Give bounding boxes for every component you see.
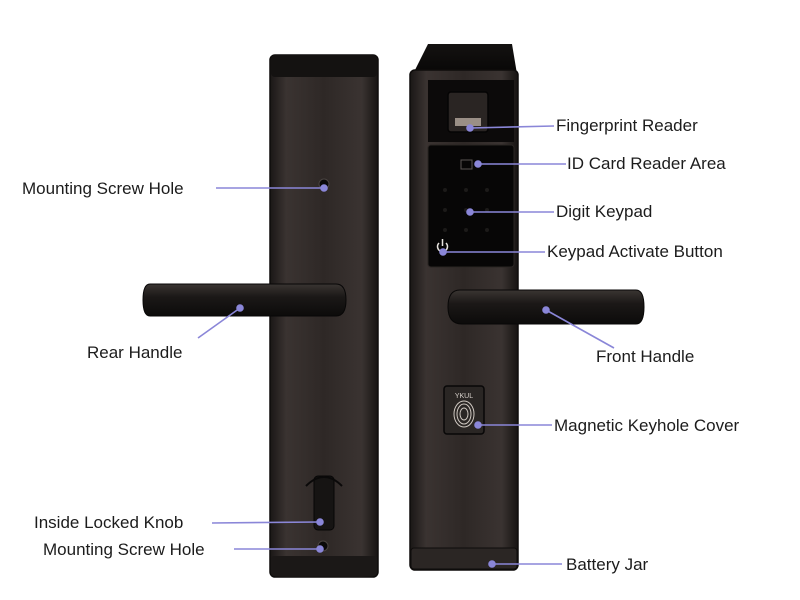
label-magnetic-keyhole-cover: Magnetic Keyhole Cover [554, 416, 740, 435]
fingerprint-sensor-window [455, 118, 481, 126]
keypad-glass [427, 144, 515, 268]
leader-rear-handle [197, 307, 241, 339]
rear-bottom-cap [271, 556, 377, 576]
keyhole-logo: YKUL [455, 393, 473, 400]
rear-handle [142, 283, 347, 317]
id-card-reader-area [460, 159, 473, 170]
label-digit-keypad: Digit Keypad [556, 202, 653, 221]
leader-fingerprint-reader [469, 125, 555, 129]
digit-keypad [443, 188, 489, 232]
label-front-handle: Front Handle [596, 347, 695, 366]
leader-inside-knob [211, 521, 321, 524]
label-keypad-activate-button: Keypad Activate Button [547, 242, 723, 261]
label-fingerprint-reader: Fingerprint Reader [556, 116, 698, 135]
label-rear-handle: Rear Handle [87, 343, 183, 362]
fingerprint-icon [453, 400, 475, 428]
rear-top-cap [271, 55, 377, 77]
leader-lines [197, 124, 615, 568]
label-id-card-reader-area: ID Card Reader Area [567, 154, 726, 173]
label-battery-jar: Battery Jar [566, 555, 649, 574]
label-mounting-screw-hole-top: Mounting Screw Hole [22, 179, 184, 198]
battery-jar [410, 547, 518, 570]
magnetic-keyhole-cover [443, 385, 485, 435]
knob-base [305, 476, 343, 487]
label-mounting-screw-hole-bottom: Mounting Screw Hole [43, 540, 205, 559]
leader-front-handle [545, 309, 615, 349]
rear-panel [142, 54, 379, 578]
label-inside-locked-knob: Inside Locked Knob [34, 513, 184, 532]
front-panel: YKUL [409, 44, 645, 571]
